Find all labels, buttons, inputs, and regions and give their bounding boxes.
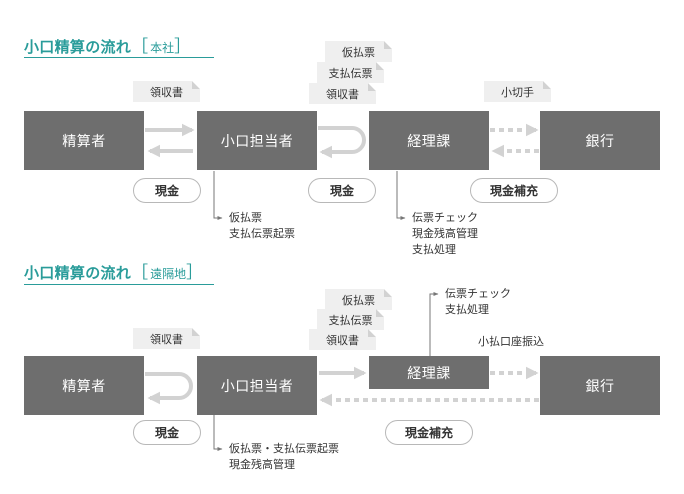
section-title: 小口精算の流れ <box>24 38 132 56</box>
doc-check: 小切手 <box>484 81 551 102</box>
note-line: 伝票チェック <box>445 287 511 300</box>
title-underline <box>24 57 214 58</box>
doc-receipt-accounting: 領収書 <box>309 329 376 350</box>
note-accounting: 伝票チェック 現金残高管理 支払処理 <box>412 210 478 258</box>
doc-payment-slip: 支払伝票 <box>317 62 384 83</box>
doc-receipt-accounting: 領収書 <box>309 83 376 104</box>
node-bank: 銀行 <box>540 356 660 415</box>
section-title-remote: 小口精算の流れ［遠隔地］ <box>24 263 204 283</box>
pill-cash-replenish: 現金補充 <box>470 178 558 203</box>
node-bank: 銀行 <box>540 111 660 170</box>
note-accounting-remote: 伝票チェック 支払処理 <box>445 286 511 318</box>
arrow-loop-accounting-to-pettycash <box>318 126 366 159</box>
node-settler: 精算者 <box>24 356 144 415</box>
leader-pettycash-note-remote <box>213 413 223 451</box>
pill-cash-replenish: 現金補充 <box>385 420 473 445</box>
node-accounting: 経理課 <box>369 111 489 170</box>
section-title: 小口精算の流れ <box>24 264 132 282</box>
arrow-loop-settler-pettycash <box>145 372 193 405</box>
note-line: 仮払票 <box>229 211 262 224</box>
pill-cash: 現金 <box>133 178 201 203</box>
note-line: 支払伝票起票 <box>229 227 295 240</box>
doc-receipt: 領収書 <box>133 81 200 102</box>
node-accounting: 経理課 <box>369 356 489 389</box>
leader-accounting-note-remote <box>429 292 439 356</box>
node-petty-cash: 小口担当者 <box>197 111 317 170</box>
node-settler: 精算者 <box>24 111 144 170</box>
note-line: 現金残高管理 <box>412 227 478 240</box>
note-petty-cash: 仮払票 支払伝票起票 <box>229 210 295 242</box>
note-line: 仮払票・支払伝票起票 <box>229 442 339 455</box>
doc-provisional: 仮払票 <box>325 289 392 310</box>
doc-payment-slip: 支払伝票 <box>317 309 384 330</box>
section-title-head-office: 小口精算の流れ［本社］ <box>24 37 192 57</box>
node-petty-cash: 小口担当者 <box>197 356 317 415</box>
title-underline <box>24 284 214 285</box>
doc-receipt: 領収書 <box>133 328 200 349</box>
pill-cash: 現金 <box>133 420 201 445</box>
pill-cash: 現金 <box>308 178 376 203</box>
section-tag: 本社 <box>150 41 175 55</box>
leader-pettycash-note <box>213 171 223 220</box>
note-line: 支払処理 <box>445 303 489 316</box>
note-line: 伝票チェック <box>412 211 478 224</box>
bank-transfer-label: 小払口座振込 <box>478 335 544 348</box>
note-line: 支払処理 <box>412 243 456 256</box>
leader-accounting-note <box>396 171 406 220</box>
note-petty-cash-remote: 仮払票・支払伝票起票 現金残高管理 <box>229 441 339 473</box>
doc-provisional: 仮払票 <box>325 41 392 62</box>
section-tag: 遠隔地 <box>150 267 187 281</box>
note-line: 現金残高管理 <box>229 458 295 471</box>
